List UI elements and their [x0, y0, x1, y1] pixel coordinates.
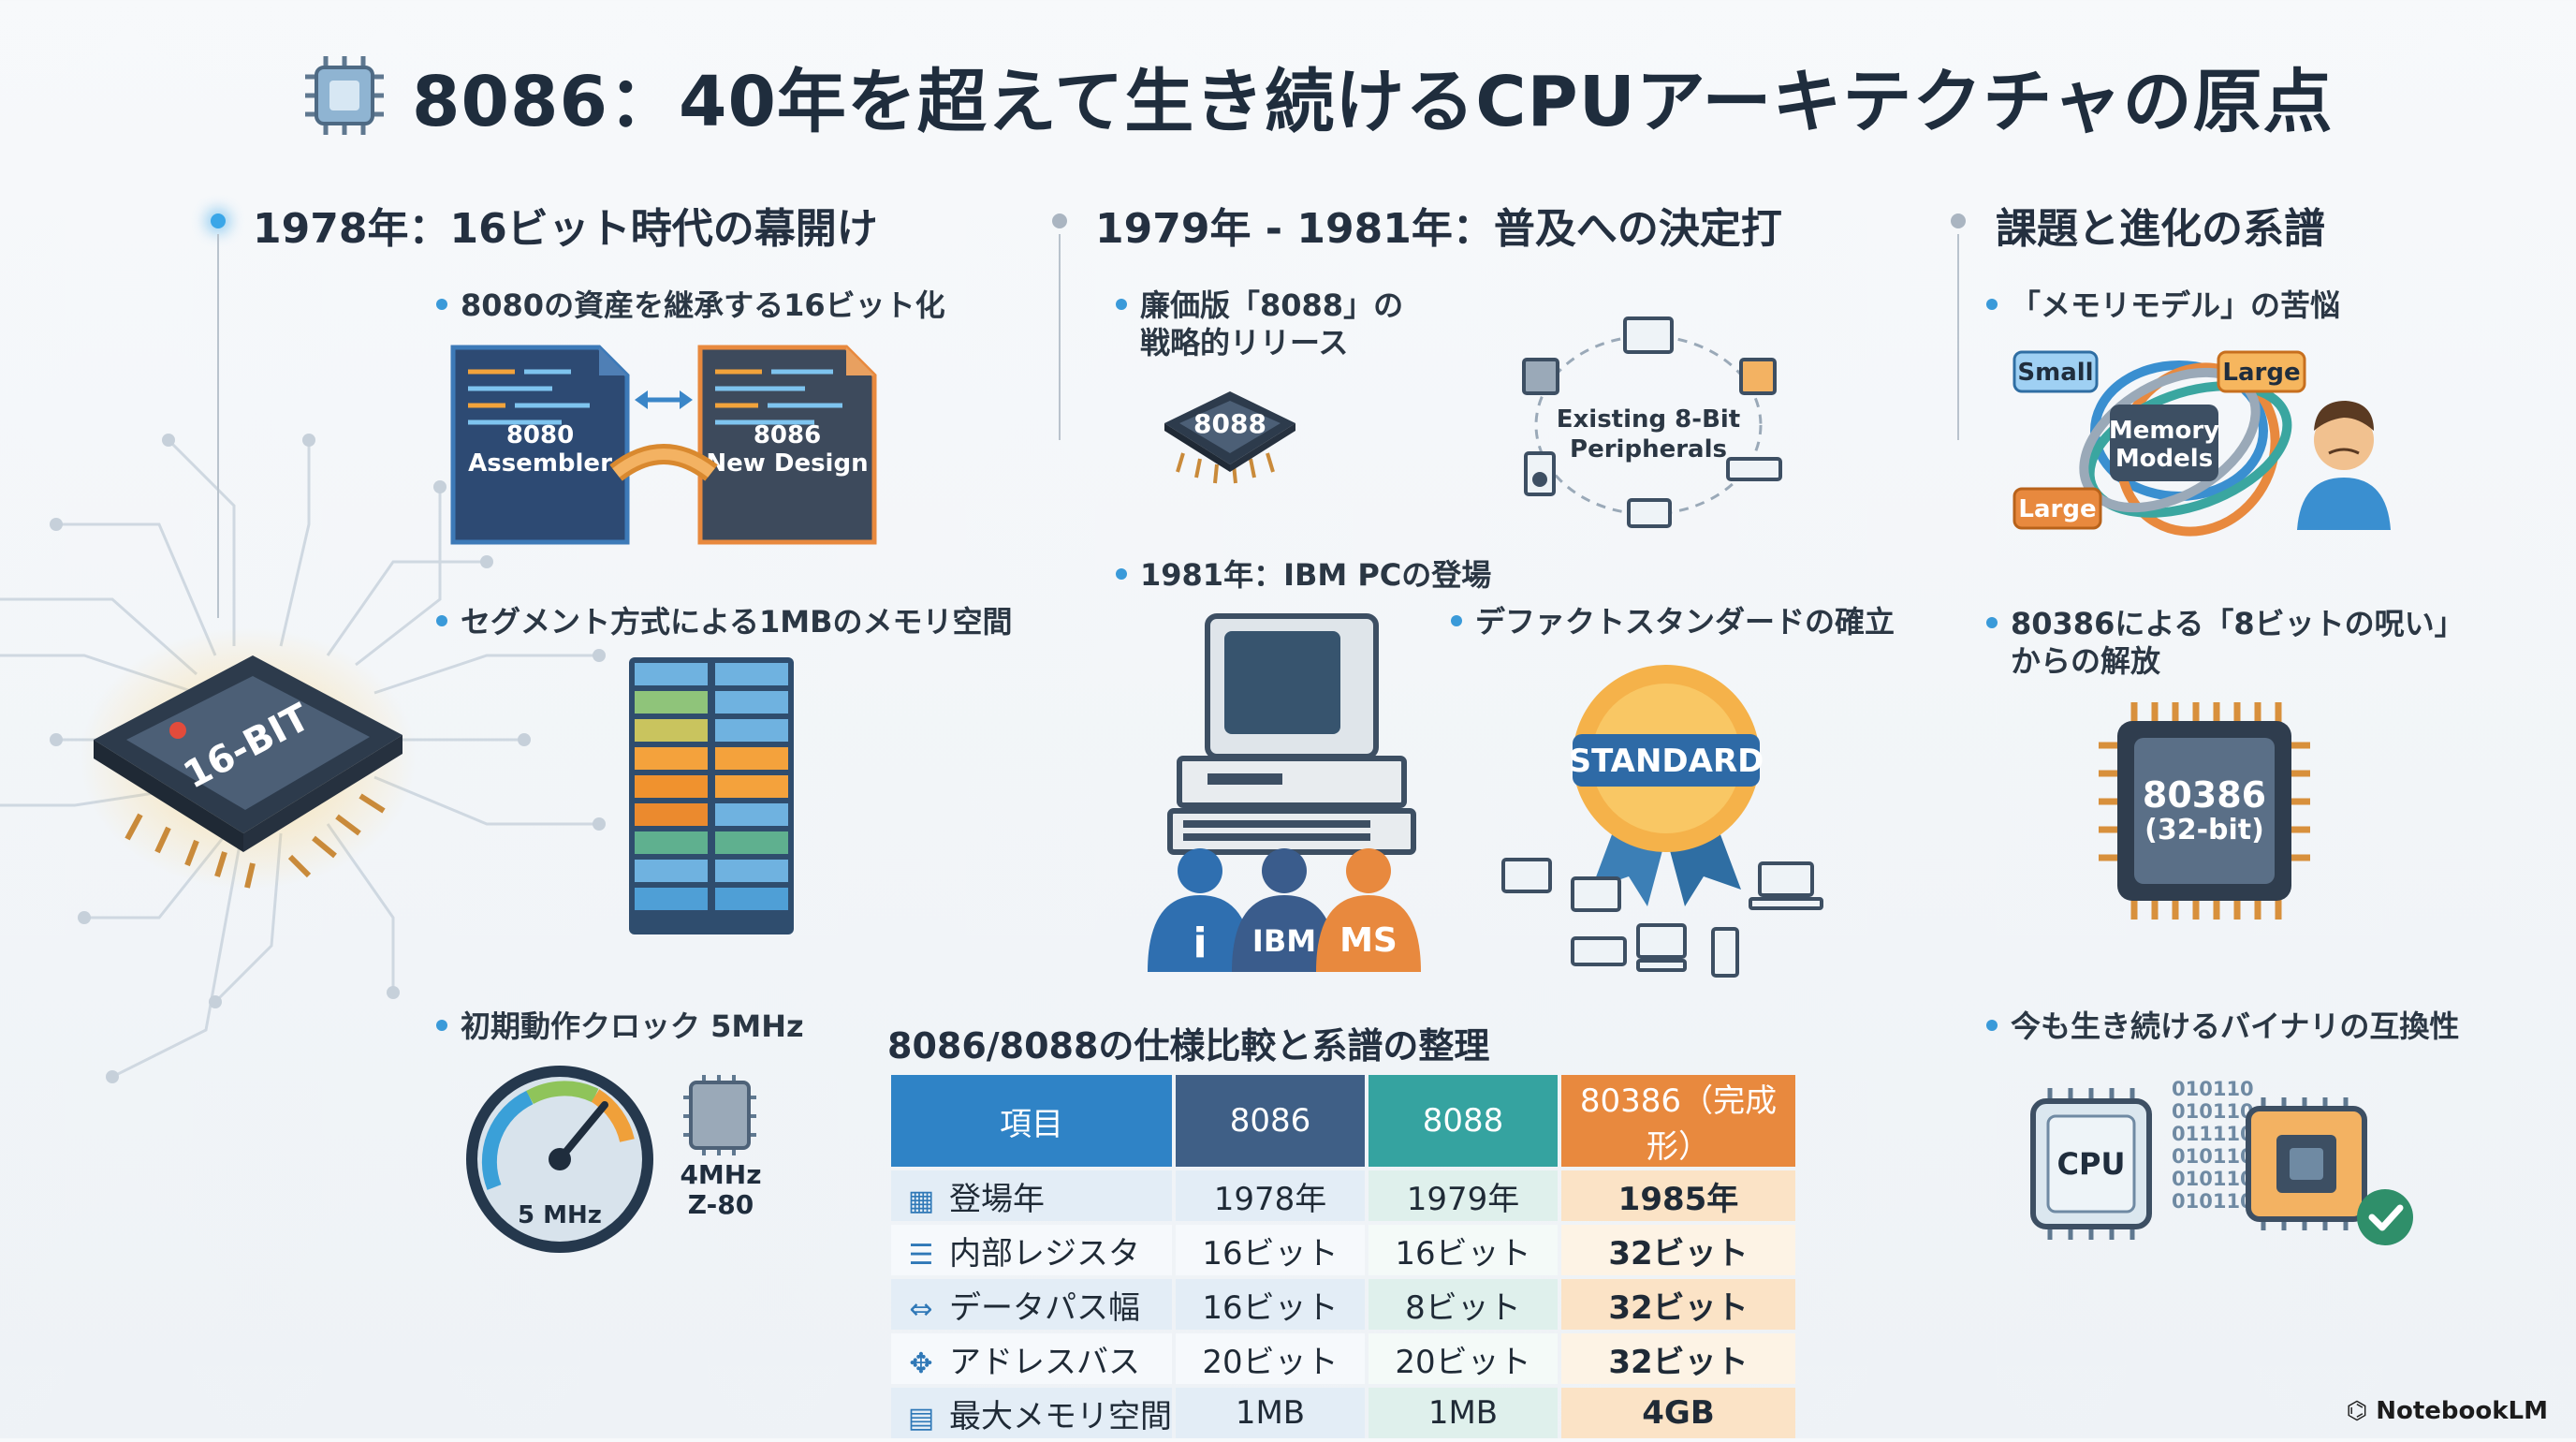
page-title: 8086：40年を超えて生き続けるCPUアーキテクチャの原点 — [412, 61, 2334, 142]
register-icon: ☰ — [908, 1238, 934, 1272]
svg-text:011110: 011110 — [2172, 1123, 2254, 1145]
peripherals-label-1: Existing 8-Bit — [1557, 405, 1740, 434]
table-row: ☰内部レジスタ 16ビット 16ビット 32ビット — [891, 1225, 1795, 1275]
table-row: ▤最大メモリ空間 1MB 1MB 4GB — [891, 1388, 1795, 1438]
notebooklm-brand: ⌬ NotebookLM — [2346, 1397, 2548, 1425]
cpu-label: CPU — [2057, 1146, 2126, 1182]
large-model-label-bottom: Large — [2018, 495, 2096, 523]
assembler-migration-illustration: 8080 Assembler 8086 New Design — [450, 345, 877, 545]
bullet-de-facto-standard: デファクトスタンダードの確立 — [1450, 604, 1895, 640]
chip-80386-sublabel: (32-bit) — [2144, 814, 2264, 846]
memory-icon: ▤ — [907, 1401, 935, 1435]
ibm-logo-text: IBM — [1252, 923, 1316, 959]
svg-text:New Design: New Design — [706, 449, 868, 478]
header-item: 項目 — [891, 1075, 1172, 1167]
timeline-dot-1978 — [211, 213, 226, 228]
memory-models-center-2: Models — [2115, 445, 2213, 473]
timeline-line-right — [1957, 234, 1959, 440]
large-model-label-top: Large — [2222, 359, 2300, 387]
bullet-memory-model: 「メモリモデル」の苦悩 — [1985, 287, 2341, 323]
svg-text:010110: 010110 — [2172, 1100, 2254, 1123]
computers-cluster-illustration — [1501, 858, 1823, 978]
table-title: 8086/8088の仕様比較と系譜の整理 — [887, 1025, 1490, 1067]
header-8088: 8088 — [1368, 1075, 1558, 1167]
table-row: ✥アドレスバス 20ビット 20ビット 32ビット — [891, 1333, 1795, 1384]
spec-table: 項目 8086 8088 80386（完成形） ▦登場年 1978年 1979年… — [887, 1071, 1799, 1442]
address-icon: ✥ — [909, 1346, 933, 1380]
bullet-8080-inheritance: 8080の資産を継承する16ビット化 — [436, 287, 945, 323]
heading-evolution: 課題と進化の系譜 — [1996, 205, 2325, 253]
chip-icon — [305, 56, 384, 135]
chip-80386-illustration: 80386 (32-bit) — [2099, 702, 2310, 920]
bullet-binary-compat: 今も生き続けるバイナリの互換性 — [1985, 1008, 2460, 1044]
title-row: 8086：40年を超えて生き続けるCPUアーキテクチャの原点 — [301, 49, 2334, 142]
svg-text:010110: 010110 — [2172, 1078, 2254, 1100]
company-logos-illustration: i IBM MS — [1148, 848, 1421, 972]
binary-compat-illustration: CPU 010110 010110 011110 010110 010110 0… — [2030, 1078, 2413, 1245]
memory-models-illustration: Small Large Large Memory Models — [2012, 350, 2391, 537]
timeline-dot-evolution — [1951, 213, 1966, 228]
z80-clock-label: 4MHz — [680, 1159, 761, 1190]
z80-name-label: Z-80 — [688, 1189, 754, 1220]
calendar-icon: ▦ — [907, 1184, 935, 1217]
clock-gauge-illustration: 5 MHz 4MHz Z-80 — [466, 1066, 762, 1253]
bullet-80386-liberation: 80386による「8ビットの呪い」 からの解放 — [1986, 606, 2465, 679]
chip-8088-illustration: 8088 — [1164, 391, 1295, 484]
chip-8088-label: 8088 — [1193, 408, 1266, 439]
header-8086: 8086 — [1176, 1075, 1365, 1167]
peripherals-label-2: Peripherals — [1570, 435, 1727, 464]
chip-80386-label: 80386 — [2143, 774, 2266, 816]
table-header-row: 項目 8086 8088 80386（完成形） — [891, 1075, 1795, 1167]
ms-logo-text: MS — [1339, 921, 1398, 960]
ibm-pc-illustration — [1167, 613, 1416, 855]
chip-16bit-illustration: 16-BIT — [80, 627, 417, 890]
svg-text:8080: 8080 — [506, 421, 574, 449]
bullet-clock-5mhz: 初期動作クロック 5MHz — [436, 1008, 804, 1044]
table-row: ▦登場年 1978年 1979年 1985年 — [891, 1170, 1795, 1221]
notebooklm-logo-icon: ⌬ — [2346, 1397, 2377, 1425]
table-row: ⇔データパス幅 16ビット 8ビット 32ビット — [891, 1279, 1795, 1330]
badge-label: STANDARD — [1569, 743, 1764, 780]
small-model-label: Small — [2017, 359, 2093, 387]
memory-models-center-1: Memory — [2109, 417, 2219, 445]
intel-logo-text: i — [1193, 920, 1207, 967]
gauge-label: 5 MHz — [518, 1201, 602, 1229]
bullet-segment-memory: セグメント方式による1MBのメモリ空間 — [436, 604, 1013, 640]
timeline-line-middle — [1059, 234, 1061, 440]
timeline-dot-1979 — [1052, 213, 1067, 228]
header-80386: 80386（完成形） — [1561, 1075, 1795, 1167]
svg-text:010110: 010110 — [2172, 1168, 2254, 1190]
segment-memory-illustration — [629, 657, 794, 934]
bus-width-icon: ⇔ — [909, 1292, 933, 1326]
svg-text:Assembler: Assembler — [468, 449, 612, 478]
bullet-8088-release: 廉価版「8088」の 戦略的リリース — [1115, 287, 1404, 360]
bullet-ibm-pc: 1981年：IBM PCの登場 — [1115, 557, 1492, 593]
svg-text:010110: 010110 — [2172, 1190, 2254, 1213]
heading-1979-1981: 1979年 - 1981年：普及への決定打 — [1095, 205, 1782, 253]
standard-badge-illustration: STANDARD — [1569, 665, 1764, 906]
svg-text:8086: 8086 — [754, 421, 821, 449]
peripherals-illustration: Existing 8-Bit Peripherals — [1522, 316, 1782, 528]
svg-text:010110: 010110 — [2172, 1145, 2254, 1168]
timeline-line-left — [217, 234, 219, 618]
heading-1978: 1978年：16ビット時代の幕開け — [253, 205, 878, 253]
